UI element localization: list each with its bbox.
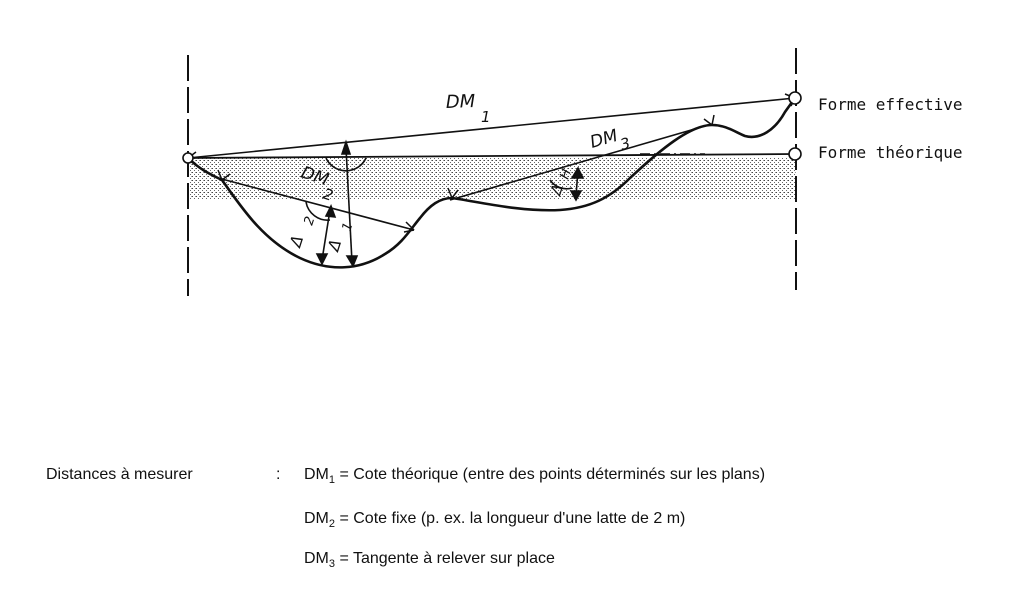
delta-b-sub: 1 <box>340 221 357 234</box>
legend-sub: 2 <box>328 518 336 530</box>
dm1-line <box>187 97 796 159</box>
delta-a-symbol: Δ <box>285 233 307 251</box>
right-top-endpoint-circle <box>788 91 802 105</box>
left-endpoint-circle <box>182 152 194 164</box>
measurement-diagram: Forme effective Forme théorique DM 1 DM … <box>182 48 963 296</box>
dm3-label: DM <box>588 126 621 153</box>
legend-abbr: DM <box>304 510 329 527</box>
dm2-chord <box>217 177 415 231</box>
dm1-label: DM <box>445 91 476 113</box>
angle-arcs <box>305 157 573 221</box>
delta-c-sub: H <box>558 167 575 181</box>
legend-text: = Tangente à relever sur place <box>335 550 555 567</box>
right-mid-endpoint-circle <box>788 147 802 161</box>
legend-sub: 3 <box>328 558 336 570</box>
legend-colon: : <box>276 466 281 483</box>
legend-heading: Distances à mesurer <box>46 466 193 483</box>
delta-c-symbol: Δ <box>546 182 567 198</box>
legend-text: = Cote fixe (p. ex. la longueur d'une la… <box>335 510 686 527</box>
legend-row-dm3: DM3 = Tangente à relever sur place <box>304 550 555 570</box>
dm3-sub: 3 <box>618 134 632 154</box>
legend-abbr: DM <box>304 466 329 483</box>
delta-b-symbol: Δ <box>323 237 345 255</box>
legend-row-dm1: DM1 = Cote théorique (entre des points d… <box>304 466 765 486</box>
legend-text: = Cote théorique (entre des points déter… <box>335 466 766 483</box>
dm1-sub: 1 <box>481 108 491 126</box>
label-forme-effective: Forme effective <box>818 95 963 114</box>
legend-row-dm2: DM2 = Cote fixe (p. ex. la longueur d'un… <box>304 510 685 530</box>
label-forme-theorique: Forme théorique <box>818 143 963 162</box>
dm3-chord <box>449 123 713 201</box>
legend-sub: 1 <box>328 474 336 486</box>
stippled-band <box>190 157 796 199</box>
legend-abbr: DM <box>304 550 329 567</box>
delta-arrows <box>315 139 585 268</box>
